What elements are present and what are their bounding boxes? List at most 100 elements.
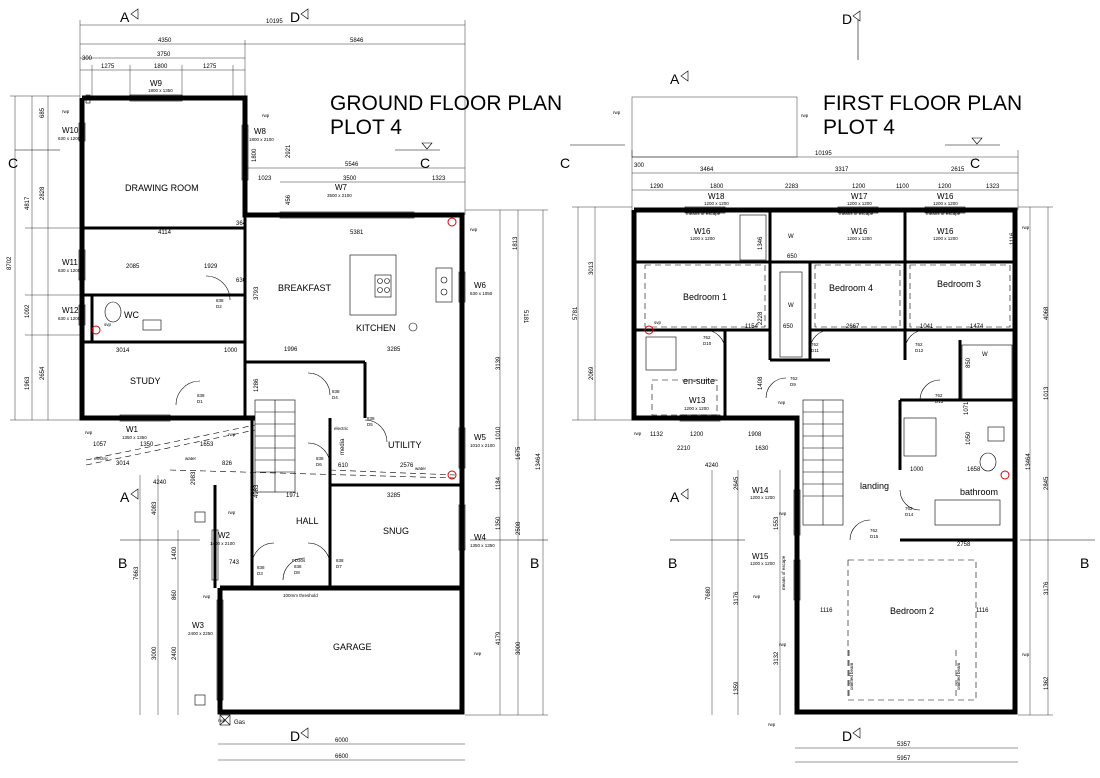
- rwp-label-4: rwp: [85, 430, 93, 435]
- room-bedroom-1: Bedroom 1: [683, 292, 727, 302]
- wardrobe-label-3: W: [982, 352, 988, 358]
- dim-6000: 6000: [335, 738, 349, 744]
- dim-1350: 1350: [496, 516, 502, 530]
- dim-f-1000: 1000: [910, 467, 924, 473]
- door-f-d9-size: 762: [790, 376, 798, 381]
- dim-f-3176b: 3176: [734, 591, 740, 605]
- win-W9-size: 1800 x 1350: [148, 88, 173, 93]
- ground-windows: W9 1800 x 1350 W10 630 x 1200 W8 1800 x …: [58, 79, 495, 701]
- water-label-1: water: [185, 456, 197, 461]
- dim-6600: 6600: [335, 754, 349, 760]
- room-snug: SNUG: [383, 526, 409, 536]
- win-W12: W12: [62, 306, 79, 315]
- ground-service-labels: rwp rwp rwp rwp rwp rwp rwp rwp rwp svp …: [62, 109, 482, 723]
- door-f-d14-size: 762: [905, 506, 913, 511]
- dim-2921: 2921: [286, 144, 292, 158]
- door-f-d13-size: 762: [935, 393, 943, 398]
- win-W5-size: 1010 x 2100: [470, 443, 495, 448]
- dim-f-3013: 3013: [589, 261, 595, 275]
- dim-4083: 4083: [152, 501, 158, 515]
- dim-1057: 1057: [93, 442, 107, 448]
- dim-1184: 1184: [496, 476, 502, 490]
- door-d2-id: D2: [216, 304, 222, 309]
- section-d-top: D: [290, 9, 300, 25]
- rwp-f-6: rwp: [779, 511, 787, 516]
- room-hall: HALL: [296, 516, 319, 526]
- rwp-f-9: rwp: [1022, 652, 1030, 657]
- dim-f-1359: 1359: [734, 681, 740, 695]
- dim-1286: 1286: [254, 378, 260, 392]
- win-f-W17: W17: [851, 192, 868, 201]
- dim-1800: 1800: [154, 64, 168, 70]
- dim-f-5357: 5357: [897, 742, 911, 748]
- ground-fixtures: Gas 100mm threshold: [91, 217, 457, 726]
- door-f-d9-id: D9: [790, 382, 796, 387]
- dim-2508: 2508: [516, 521, 522, 535]
- dim-f-2645: 2645: [734, 476, 740, 490]
- win-f-W18-size: 1200 x 1200: [704, 201, 729, 206]
- dim-f-1154: 1154: [745, 324, 759, 330]
- first-staircase: [802, 399, 844, 526]
- first-fixtures: svp omitted beam omitted beam: [644, 320, 1010, 700]
- dim-3750: 3750: [157, 52, 171, 58]
- win-f-W14: W14: [752, 486, 769, 495]
- section-f-d-top: D: [842, 11, 852, 27]
- door-d5-size: 838: [367, 416, 375, 421]
- first-doors: 762 D10 762 D11 762 D12 762 D9 762 D13 7…: [703, 329, 944, 541]
- dim-f-1116a: 1116: [820, 608, 833, 614]
- dim-f-3464: 3464: [700, 167, 714, 173]
- dim-f-1116b: 1116: [976, 608, 989, 614]
- escape-label-2: means of escape: [839, 211, 874, 216]
- dim-f-2069: 2069: [589, 366, 595, 380]
- first-title: FIRST FLOOR PLAN: [823, 92, 1022, 115]
- dim-7663: 7663: [134, 566, 140, 580]
- dim-f-5781: 5781: [573, 306, 579, 320]
- section-f-c-right: C: [970, 155, 980, 171]
- dim-1653: 1653: [200, 442, 214, 448]
- dim-f-2228: 2228: [758, 311, 764, 325]
- section-f-c-left: C: [560, 155, 570, 171]
- dim-4817: 4817: [25, 196, 31, 210]
- dim-f-3317: 3317: [835, 167, 849, 173]
- door-d2-size: 838: [216, 298, 224, 303]
- electric-label-2: electric: [334, 426, 349, 431]
- dim-f-1200c: 1200: [690, 432, 704, 438]
- dim-f-650a: 650: [787, 254, 798, 260]
- win-W11-size: 630 x 1200: [58, 268, 81, 273]
- room-en-suite: en-suite: [683, 376, 715, 386]
- dim-2654: 2654: [40, 366, 46, 380]
- dim-1963: 1963: [25, 376, 31, 390]
- door-f-d15-id: D15: [870, 534, 879, 539]
- win-W12-size: 630 x 1200: [58, 316, 81, 321]
- section-c-right: C: [420, 155, 430, 171]
- dim-826: 826: [222, 461, 233, 467]
- door-f-d12-id: D12: [915, 348, 924, 353]
- section-b-left: B: [118, 555, 127, 571]
- ground-inner-dimensions: 4114 5381 364 2085 1929 630 3014 1000 19…: [93, 144, 414, 566]
- section-f-a-top: A: [670, 71, 680, 87]
- dim-f-1553: 1553: [774, 516, 780, 530]
- ground-right-dimensions: 1813 5181 3139 13464 1675 1010 1184 2508…: [465, 209, 548, 716]
- win-W5: W5: [474, 433, 487, 442]
- dim-f-1100: 1100: [896, 184, 910, 190]
- dim-1996: 1996: [284, 347, 298, 353]
- dim-f-1630: 1630: [755, 446, 769, 452]
- room-bedroom-2: Bedroom 2: [890, 606, 934, 616]
- win-f-W14-size: 1200 x 1200: [750, 495, 775, 500]
- rwp-f-7: rwp: [753, 594, 761, 599]
- escape-label-4: means of escape: [781, 555, 786, 590]
- ground-rooms: DRAWING ROOM BREAKFAST KITCHEN WC STUDY …: [124, 183, 422, 652]
- rwp-f-1: rwp: [613, 110, 621, 115]
- dim-2400: 2400: [172, 646, 178, 660]
- section-a-top: A: [120, 9, 130, 25]
- ground-title: GROUND FLOOR PLAN: [330, 92, 562, 115]
- dim-1023: 1023: [258, 176, 272, 182]
- dim-1275a: 1275: [101, 64, 115, 70]
- dim-2576: 2576: [400, 463, 414, 469]
- dim-f-5957: 5957: [897, 756, 911, 762]
- dim-2828: 2828: [40, 186, 46, 200]
- room-drawing-room: DRAWING ROOM: [125, 183, 199, 193]
- door-d4-id: D4: [332, 395, 338, 400]
- door-d8-fire: FD30s: [292, 558, 306, 563]
- ground-top-dimensions: 10195 4350 5846 3750 1275 1800 1275 300 …: [79, 19, 466, 215]
